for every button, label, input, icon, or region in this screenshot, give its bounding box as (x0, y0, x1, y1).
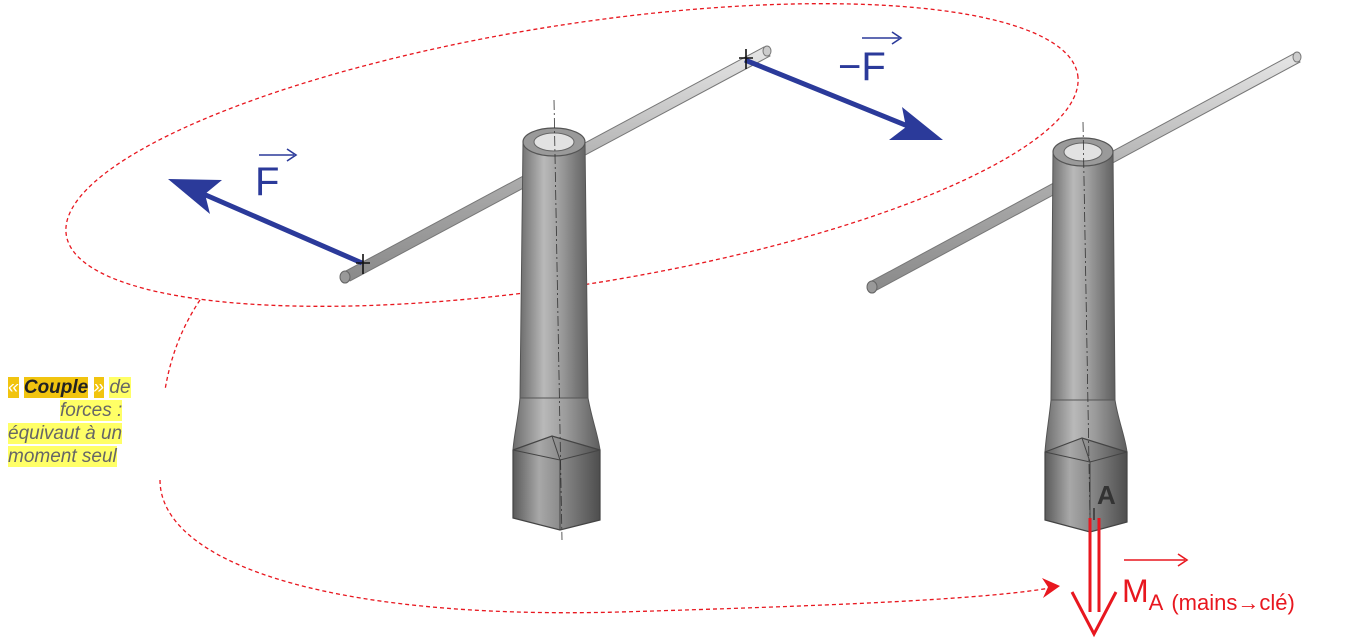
couple-plane-ellipse (65, 3, 1079, 307)
moment-overarrow (1124, 553, 1189, 567)
force-f-vector (168, 179, 370, 274)
right-wrench-tube (1050, 151, 1116, 401)
application-point-mark-left (356, 254, 370, 274)
note-line3: équivaut à un (8, 423, 123, 444)
note-line2: forces : (60, 400, 123, 421)
note-line1-rest: de (109, 377, 131, 398)
note-line4: moment seul (8, 446, 117, 467)
left-wrench (339, 45, 772, 541)
force-f-overarrow (259, 148, 298, 162)
force-neg-f-label: −F (838, 45, 886, 89)
moment-label: MA(mains→clé) (1122, 573, 1295, 615)
close-quote: » (93, 377, 105, 398)
open-quote: « (8, 377, 19, 398)
force-f-label: F (255, 160, 279, 204)
left-wrench-tube (519, 141, 589, 399)
force-neg-f-overarrow (862, 31, 903, 45)
note-keyword: Couple (23, 377, 89, 398)
moment-vector (1070, 518, 1118, 638)
couple-note: « Couple » de forces : équivaut à un mom… (8, 376, 168, 468)
force-neg-f-vector (739, 49, 943, 140)
application-point-mark-right (739, 49, 753, 69)
equivalence-connector (159, 299, 1051, 614)
connector-arrowhead (1042, 578, 1060, 598)
right-wrench (866, 51, 1302, 533)
point-a-label: A (1097, 480, 1116, 510)
